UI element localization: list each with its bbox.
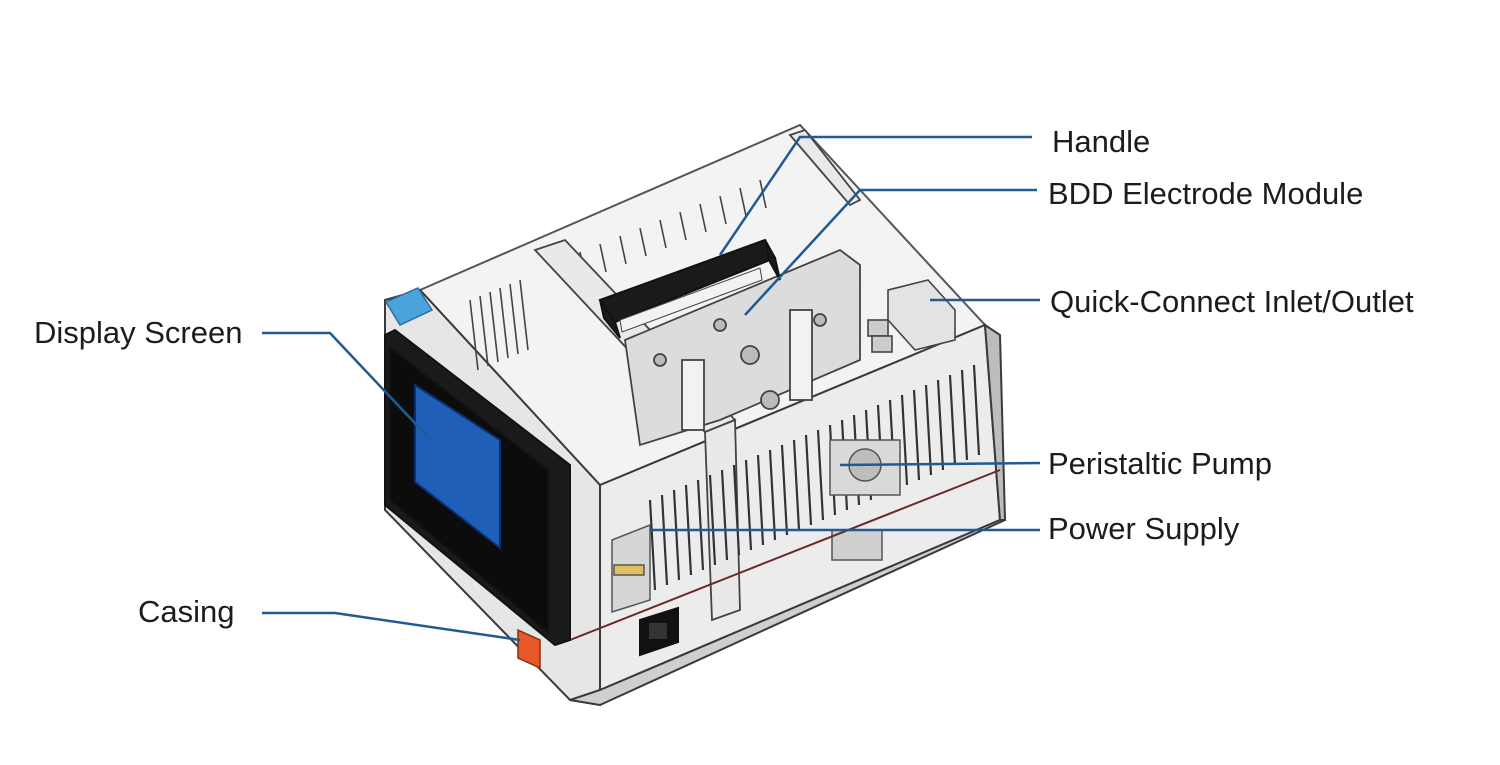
display-screen-part <box>384 328 571 647</box>
label-handle: Handle <box>1052 124 1151 159</box>
leader-pump <box>839 461 1041 467</box>
front-vents <box>648 364 981 591</box>
quick-connect-part <box>867 279 956 353</box>
internal-rail <box>569 469 1001 641</box>
label-casing: Casing <box>138 594 235 629</box>
power-inlet <box>639 606 679 657</box>
power-supply-part <box>611 523 883 614</box>
leader-lines <box>262 135 1041 642</box>
leader-casing <box>262 611 521 642</box>
label-bdd-electrode-module: BDD Electrode Module <box>1048 176 1364 211</box>
handle-part <box>598 238 781 339</box>
label-peristaltic-pump: Peristaltic Pump <box>1048 446 1272 481</box>
leader-bdd <box>744 188 1037 316</box>
leader-handle <box>718 135 1032 256</box>
bottom-edge <box>569 519 1006 707</box>
label-power-supply: Power Supply <box>1048 511 1240 546</box>
label-quick-connect: Quick-Connect Inlet/Outlet <box>1050 284 1414 319</box>
bdd-electrode-module <box>624 248 861 447</box>
leader-display <box>262 331 429 438</box>
back-vents <box>469 179 767 371</box>
blue-accent-tab <box>384 287 434 326</box>
peristaltic-pump-part <box>829 439 901 496</box>
orange-switch <box>517 628 541 670</box>
label-display-screen: Display Screen <box>34 315 243 350</box>
